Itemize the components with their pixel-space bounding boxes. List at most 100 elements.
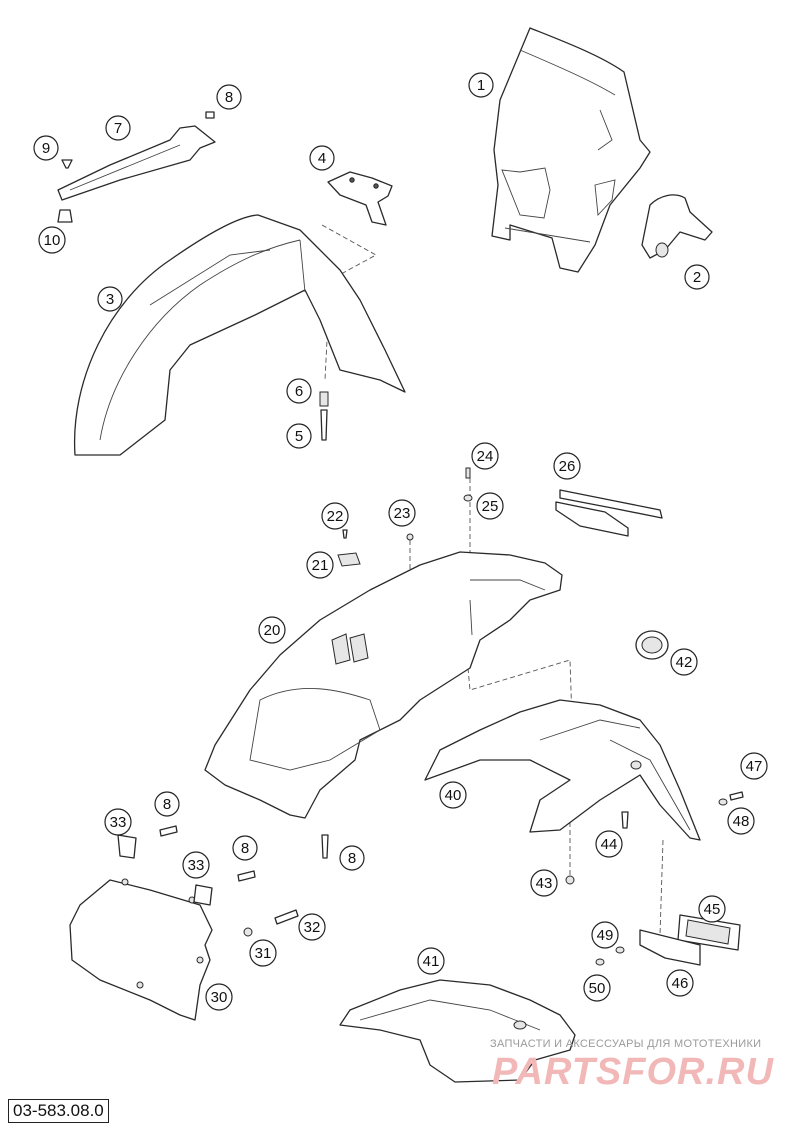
callout-label: 40 [445, 787, 462, 804]
callout-label: 20 [264, 622, 281, 639]
callout-circle [666, 969, 694, 997]
callout-43: 43 [530, 869, 558, 897]
hardware-right [565, 791, 744, 966]
callout-6: 6 [286, 378, 312, 404]
callout-label: 42 [676, 654, 693, 671]
callout-25: 25 [476, 492, 504, 520]
callout-33: 33 [182, 851, 210, 879]
callout-33: 33 [104, 808, 132, 836]
callout-45: 45 [698, 895, 726, 923]
callout-circle [321, 502, 349, 530]
callout-label: 8 [348, 850, 356, 867]
callout-label: 31 [255, 945, 272, 962]
callout-circle [530, 869, 558, 897]
callout-circle [182, 851, 210, 879]
callout-circle [33, 135, 59, 161]
headlight-mask [491, 27, 651, 273]
callout-30: 30 [205, 983, 233, 1011]
callout-circle [417, 947, 445, 975]
callout-label: 22 [327, 508, 344, 525]
callout-label: 1 [477, 77, 485, 94]
callout-label: 49 [597, 927, 614, 944]
callout-circle [439, 781, 467, 809]
callout-label: 25 [482, 498, 499, 515]
callout-47: 47 [740, 752, 768, 780]
callout-41: 41 [417, 947, 445, 975]
callout-8: 8 [339, 845, 365, 871]
callout-circle [388, 499, 416, 527]
callout-label: 10 [44, 232, 61, 249]
callout-label: 46 [672, 975, 689, 992]
callout-label: 8 [163, 796, 171, 813]
foam-pads [555, 489, 663, 537]
watermark: ЗАПЧАСТИ И АКСЕССУАРЫ ДЛЯ МОТОТЕХНИКИ PA… [490, 1038, 773, 1093]
callout-1: 1 [468, 72, 494, 98]
callout-circle [698, 895, 726, 923]
callout-label: 23 [394, 505, 411, 522]
callout-8: 8 [154, 791, 180, 817]
callout-circle [232, 835, 258, 861]
callout-label: 6 [295, 383, 303, 400]
callout-7: 7 [105, 115, 131, 141]
callout-circle [216, 84, 242, 110]
callout-label: 33 [110, 814, 127, 831]
callout-26: 26 [553, 452, 581, 480]
callout-9: 9 [33, 135, 59, 161]
callout-20: 20 [258, 616, 286, 644]
fasteners [57, 111, 473, 567]
front-fender [73, 214, 406, 456]
callout-label: 26 [559, 458, 576, 475]
callout-label: 2 [693, 269, 701, 286]
callout-circle [553, 452, 581, 480]
callout-23: 23 [388, 499, 416, 527]
callout-circle [740, 752, 768, 780]
diagram-code: 03-583.08.0 [8, 1099, 109, 1123]
callout-circle [298, 913, 326, 941]
callout-label: 47 [746, 758, 763, 775]
callout-circle [339, 845, 365, 871]
callout-circle [583, 974, 611, 1002]
tail-section [339, 979, 576, 1083]
rear-fender [424, 699, 701, 841]
callout-circle [684, 264, 710, 290]
callout-44: 44 [595, 830, 623, 858]
callout-46: 46 [666, 969, 694, 997]
callout-3: 3 [97, 286, 123, 312]
watermark-tagline: ЗАПЧАСТИ И АКСЕССУАРЫ ДЛЯ МОТОТЕХНИКИ [490, 1038, 761, 1050]
callout-circle [471, 442, 499, 470]
callout-24: 24 [471, 442, 499, 470]
side-strip [57, 125, 216, 201]
flap-hardware [117, 825, 329, 937]
callout-label: 8 [225, 89, 233, 106]
callout-31: 31 [249, 939, 277, 967]
callout-label: 7 [114, 120, 122, 137]
grommet [635, 630, 669, 660]
callout-label: 21 [312, 557, 329, 574]
callout-label: 43 [536, 875, 553, 892]
callout-22: 22 [321, 502, 349, 530]
callout-circle [105, 115, 131, 141]
callout-circle [468, 72, 494, 98]
callout-circle [38, 226, 66, 254]
callout-circle [249, 939, 277, 967]
callout-5: 5 [286, 423, 312, 449]
callout-circle [97, 286, 123, 312]
callout-50: 50 [583, 974, 611, 1002]
callout-label: 48 [733, 813, 750, 830]
callout-circle [258, 616, 286, 644]
callout-32: 32 [298, 913, 326, 941]
callout-48: 48 [727, 807, 755, 835]
callout-8: 8 [216, 84, 242, 110]
callout-label: 4 [318, 150, 326, 167]
callout-2: 2 [684, 264, 710, 290]
callout-10: 10 [38, 226, 66, 254]
callout-circle [595, 830, 623, 858]
plate-bracket [639, 914, 741, 966]
callout-21: 21 [306, 551, 334, 579]
callout-40: 40 [439, 781, 467, 809]
callout-label: 8 [241, 840, 249, 857]
rear-fender-base [204, 551, 563, 819]
fender-bracket [327, 171, 393, 226]
callout-49: 49 [591, 921, 619, 949]
